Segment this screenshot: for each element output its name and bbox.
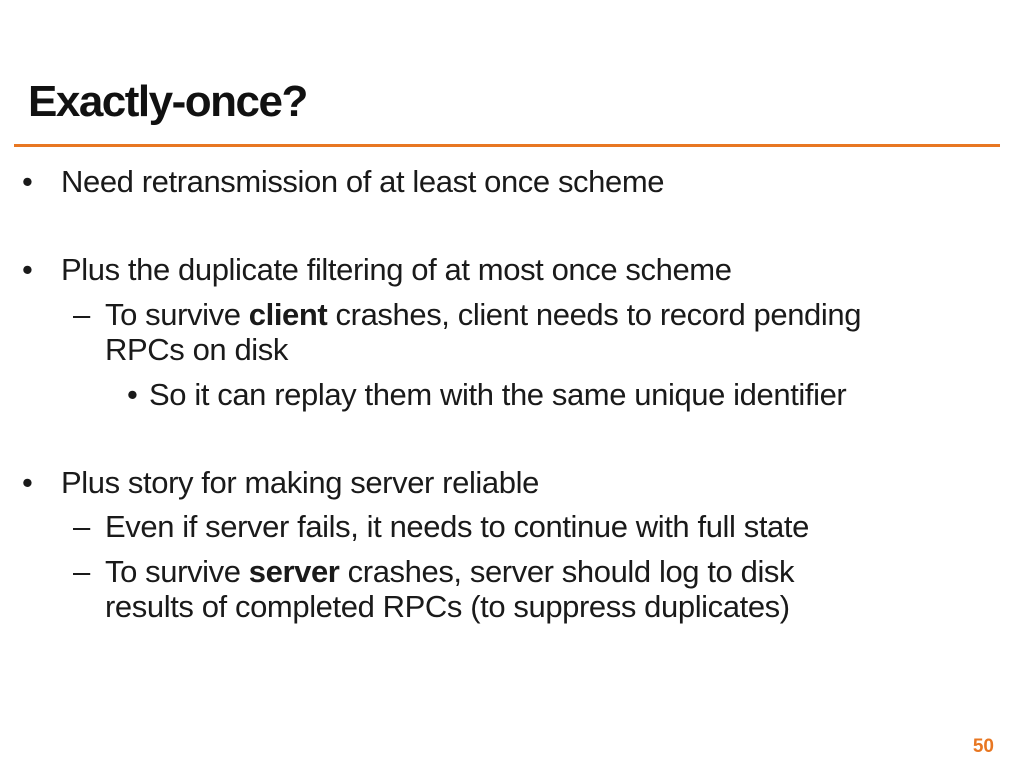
sub-bullet-text: To survive server crashes, server should… [105,554,795,590]
sub-bullet-prefix: To survive [105,297,249,332]
sub-bullet-suffix: crashes, client needs to record pending [327,297,862,332]
bullet-text: Need retransmission of at least once sch… [61,164,665,199]
sub-bullet-marker: – [73,509,90,544]
sub-bullet-marker: – [73,297,90,332]
sub-bullet-marker: – [73,554,90,589]
sub-bullet-continuation: RPCs on disk [105,332,288,367]
emphasis-server: server [248,554,340,589]
sub-bullet-text: To survive client crashes, client needs … [105,297,861,333]
slide-title: Exactly-once? [28,77,308,126]
title-divider [14,144,1000,147]
sub-sub-bullet-text: So it can replay them with the same uniq… [149,377,847,412]
bullet-marker: • [22,252,33,287]
sub-bullet-continuation: results of completed RPCs (to suppress d… [105,589,790,624]
bullet-marker: • [22,164,33,199]
bullet-marker: • [22,465,33,500]
sub-bullet-text: Even if server fails, it needs to contin… [105,509,809,544]
sub-bullet-prefix: To survive [105,554,249,589]
emphasis-client: client [248,297,328,332]
sub-sub-bullet-marker: • [127,377,138,412]
bullet-text: Plus story for making server reliable [61,465,539,500]
page-number: 50 [972,736,994,757]
sub-bullet-suffix: crashes, server should log to disk [339,554,795,589]
bullet-text: Plus the duplicate filtering of at most … [61,252,732,287]
